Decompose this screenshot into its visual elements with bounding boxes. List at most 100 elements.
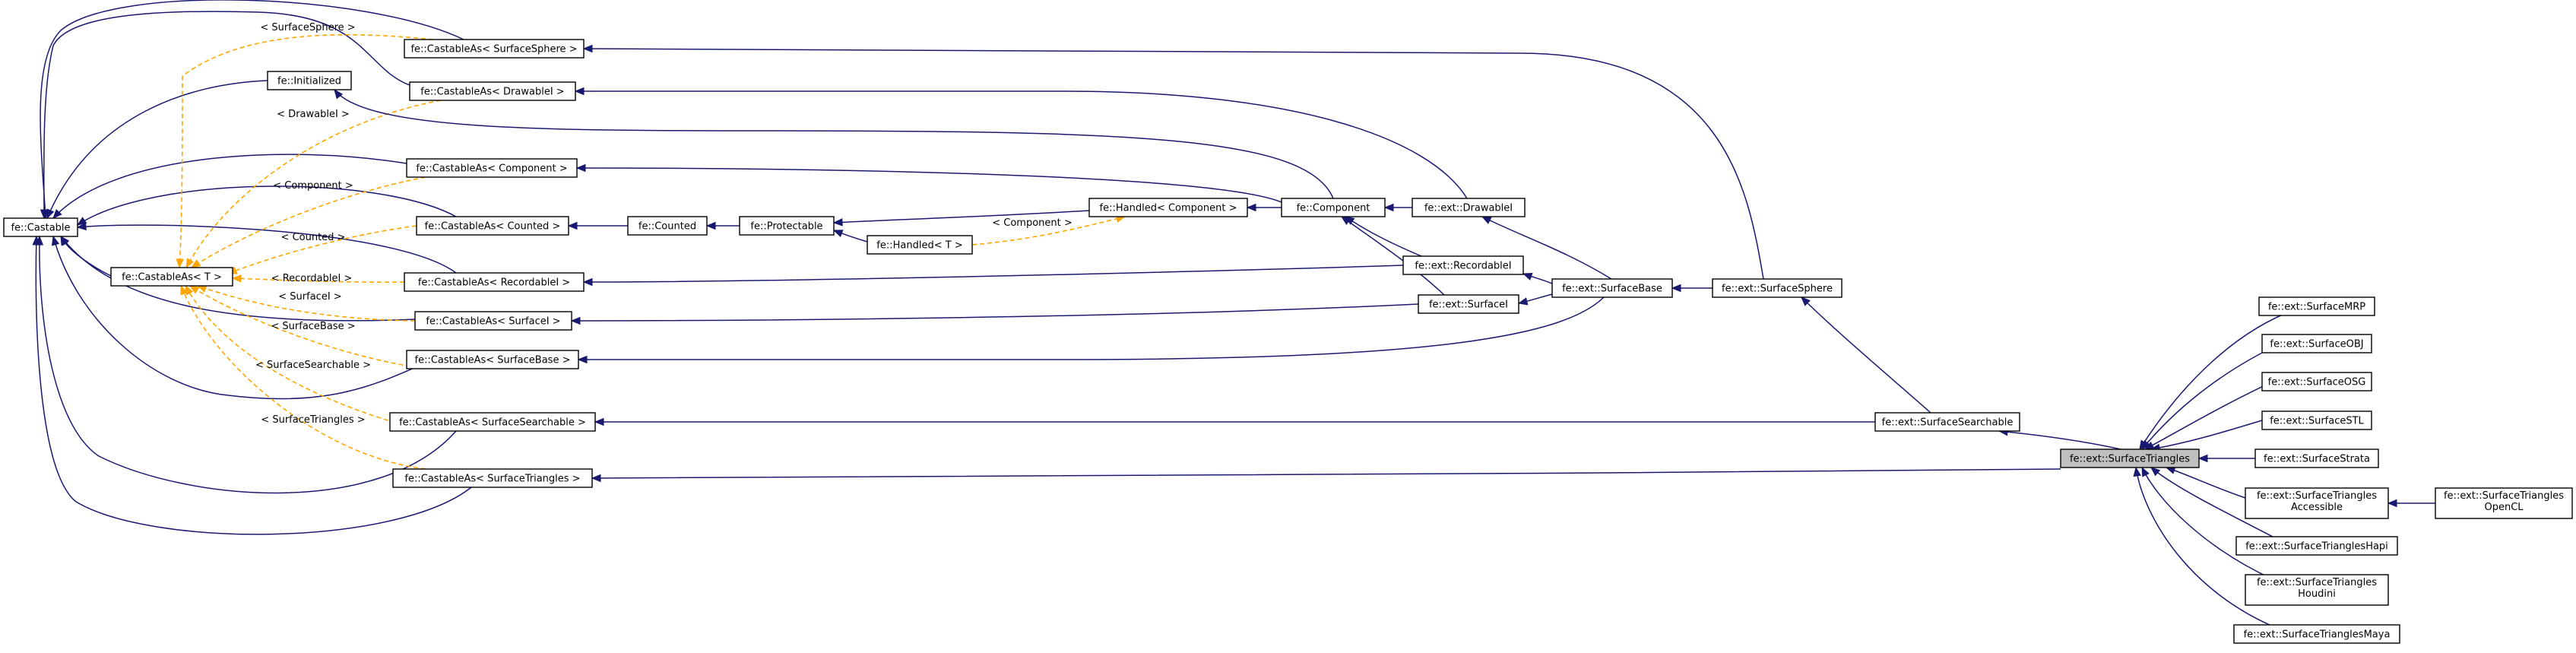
arrowhead [40,209,49,220]
class-node-caSurfaceBase[interactable]: fe::CastableAs< SurfaceBase > [406,350,579,369]
class-box [1874,412,2020,432]
class-node-sMRP[interactable]: fe::ext::SurfaceMRP [2258,296,2375,316]
class-box [627,216,708,236]
class-name: fe::ext::SurfaceI [1429,300,1508,311]
arrowhead [52,208,62,219]
inheritance-edge-castable-to-castT [60,235,112,277]
class-box [110,267,233,287]
arrowhead [594,417,604,426]
inheritance-edge-castable-to-caTriangles [32,235,472,535]
class-name: fe::CastableAs< SurfaceSphere > [410,44,577,55]
edge-label: < SurfaceI > [278,291,341,303]
class-node-surfaceBase[interactable]: fe::ext::SurfaceBase [1551,278,1673,298]
class-name: fe::CastableAs< DrawableI > [420,87,564,98]
class-node-sOBJ[interactable]: fe::ext::SurfaceOBJ [2261,334,2372,353]
class-box [404,272,585,292]
template-edge-castT-to-caDrawable [185,100,442,269]
class-name: fe::Castable [11,223,70,234]
arrowhead [582,277,593,287]
class-name: fe::Protectable [750,221,822,233]
arrowhead [190,259,201,268]
class-name: fe::ext::SurfaceTriangles [2257,490,2377,502]
class-node-handledT[interactable]: fe::Handled< T > [867,235,973,255]
class-node-caDrawable[interactable]: fe::CastableAs< DrawableI > [409,81,576,101]
class-node-caCounted[interactable]: fe::CastableAs< Counted > [416,216,569,236]
class-node-surfaceSphere[interactable]: fe::ext::SurfaceSphere [1712,278,1842,298]
class-node-surfaceTriangles[interactable]: fe::ext::SurfaceTriangles [2060,449,2200,468]
class-node-sOSG[interactable]: fe::ext::SurfaceOSG [2261,372,2372,391]
arrowhead [1522,273,1533,281]
inheritance-edge-caSphere-to-surfaceSphere [582,44,1764,280]
arrowhead [832,218,843,227]
template-edge-castT-to-caComponent [190,176,426,268]
class-box [2060,449,2200,468]
class-box [2261,411,2372,430]
class-name: fe::Initialized [277,76,341,87]
class-node-castT[interactable]: fe::CastableAs< T > [110,267,233,287]
class-node-surfaceSearchable[interactable]: fe::ext::SurfaceSearchable [1874,412,2020,432]
arrowhead [574,87,585,96]
class-node-caSearchable[interactable]: fe::CastableAs< SurfaceSearchable > [389,412,596,432]
class-node-component[interactable]: fe::Component [1281,198,1386,217]
class-node-caTriangles[interactable]: fe::CastableAs< SurfaceTriangles > [392,468,593,488]
inheritance-edge-surfaceTriangles-to-sAccessible [2165,466,2246,499]
inheritance-edge-castable-to-caComponent [52,154,407,219]
class-node-castable[interactable]: fe::Castable [3,217,78,237]
arrowhead [567,221,578,230]
class-box [1551,278,1673,298]
arrowhead [32,235,40,246]
class-node-recordable[interactable]: fe::ext::RecordableI [1402,255,1524,275]
inheritance-edge-caCounted-to-counted [567,221,628,230]
class-node-sMaya[interactable]: fe::ext::SurfaceTrianglesMaya [2233,624,2400,644]
class-box [2261,372,2372,391]
class-box [267,71,352,90]
inheritance-edge-surfaceTriangles-to-sMaya [2133,466,2281,630]
class-node-protectable[interactable]: fe::Protectable [739,216,835,236]
class-box [2245,574,2389,606]
class-node-caSphere[interactable]: fe::CastableAs< SurfaceSphere > [404,39,585,59]
class-box [1088,198,1248,217]
arrowhead [1481,216,1492,224]
class-node-handledComp[interactable]: fe::Handled< Component > [1088,198,1248,217]
class-name: fe::Counted [638,221,696,233]
arrowhead [705,221,716,230]
class-name: fe::CastableAs< SurfaceSearchable > [399,417,586,429]
class-name: fe::ext::SurfaceTriangles [2257,577,2377,588]
arrowhead [2150,467,2161,477]
arrowhead [2133,466,2141,477]
class-name: fe::ext::SurfaceSearchable [1882,417,2014,429]
inheritance-edge-castable-to-caCounted [76,185,457,226]
class-box [406,158,578,178]
edge-label: < SurfaceSphere > [260,22,355,33]
class-node-surfaceI[interactable]: fe::ext::SurfaceI [1418,294,1519,314]
class-node-sHapi[interactable]: fe::ext::SurfaceTrianglesHapi [2235,536,2398,556]
class-node-caRecordable[interactable]: fe::CastableAs< RecordableI > [404,272,585,292]
class-name: fe::ext::SurfaceStrata [2264,454,2370,465]
class-box [404,39,585,59]
class-node-initialized[interactable]: fe::Initialized [267,71,352,90]
inheritance-edge-surfaceBase-to-surfaceSphere [1671,284,1713,293]
inheritance-edge-surfaceI-to-surfaceBase [1517,293,1553,306]
class-node-drawable[interactable]: fe::ext::DrawableI [1412,198,1526,217]
class-node-caComponent[interactable]: fe::CastableAs< Component > [406,158,578,178]
class-box [416,216,569,236]
inheritance-edge-sAccessible-to-sOpenCL [2387,499,2435,508]
class-box [414,311,572,331]
class-node-counted[interactable]: fe::Counted [627,216,708,236]
inheritance-edge-castable-to-caDrawable [40,11,410,220]
class-node-sStrata[interactable]: fe::ext::SurfaceStrata [2254,449,2379,468]
class-box [2245,487,2389,519]
arrowhead [334,88,344,100]
inheritance-edge-caDrawable-to-drawable [574,87,1468,199]
class-name: fe::CastableAs< SurfaceI > [426,316,560,328]
class-name: fe::CastableAs< Component > [416,163,567,175]
class-node-caSurfaceI[interactable]: fe::CastableAs< SurfaceI > [414,311,572,331]
edge-label: < Counted > [281,232,346,243]
inheritance-edge-component-to-drawable [1383,203,1412,212]
class-node-sSTL[interactable]: fe::ext::SurfaceSTL [2261,411,2372,430]
class-box [2435,487,2573,519]
